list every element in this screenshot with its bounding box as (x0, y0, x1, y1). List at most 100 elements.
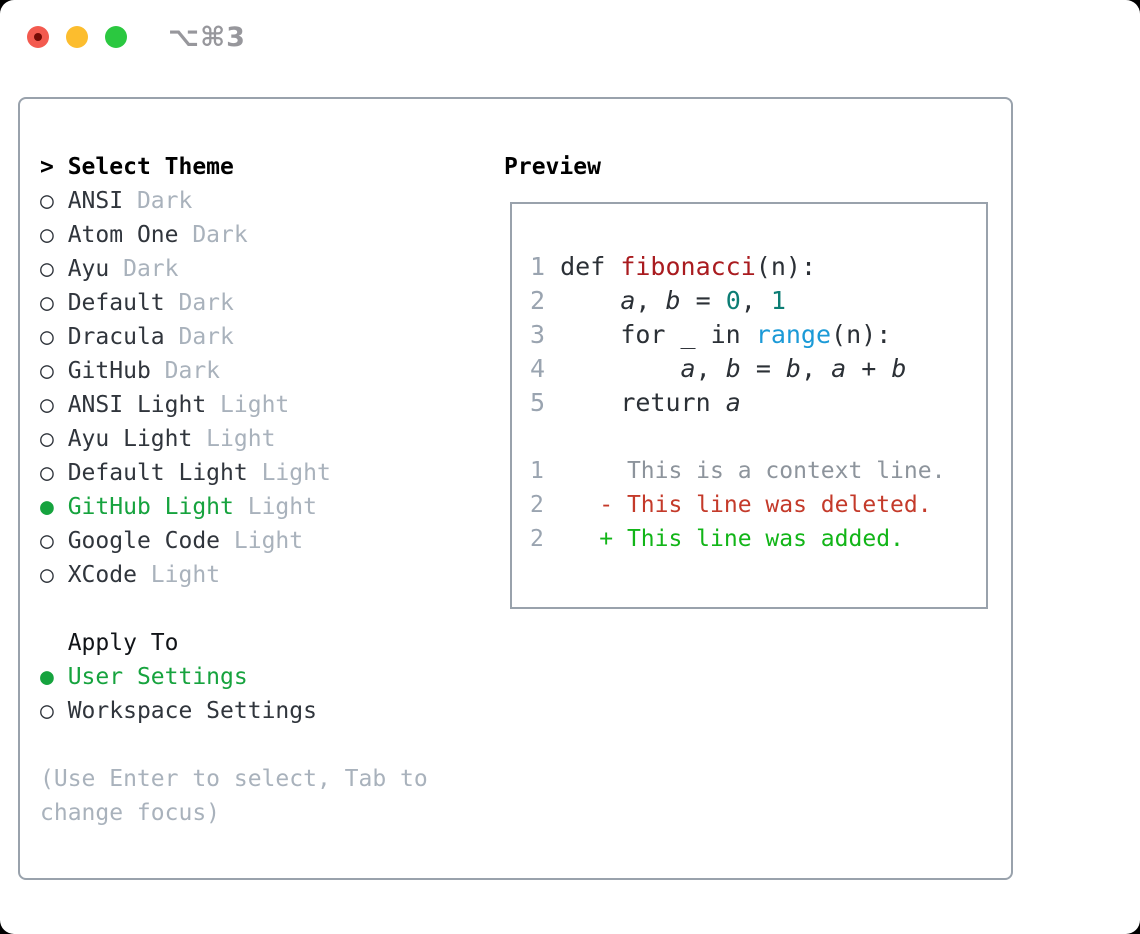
apply-option-user-settings[interactable]: ● User Settings (40, 660, 428, 694)
theme-option-xcode[interactable]: ○ XCode Light (40, 558, 428, 592)
code-token: return (560, 388, 726, 417)
theme-option-ansi-light[interactable]: ○ ANSI Light Light (40, 388, 428, 422)
code-token: fibonacci (620, 252, 756, 281)
radio-icon: ○ (40, 222, 68, 248)
theme-name: GitHub (67, 358, 151, 384)
theme-option-dracula[interactable]: ○ Dracula Dark (40, 320, 428, 354)
theme-name: XCode (67, 562, 137, 588)
code-token: 1 (770, 286, 786, 315)
diff-text: + This line was added. (543, 526, 904, 552)
line-number: 1 (530, 458, 544, 484)
line-number: 3 (530, 320, 561, 349)
diff-line-deleted: 2 - This line was deleted. (530, 488, 986, 522)
theme-name: ANSI Light (67, 392, 207, 418)
radio-icon: ○ (40, 392, 68, 418)
theme-variant-tag: Light (220, 528, 304, 554)
theme-option-default[interactable]: ○ Default Dark (40, 286, 428, 320)
radio-icon: ○ (40, 426, 68, 452)
code-token: range (755, 320, 832, 349)
radio-icon: ○ (40, 528, 68, 554)
theme-variant-tag: Light (206, 392, 290, 418)
line-number: 5 (530, 388, 561, 417)
theme-variant-tag: Light (136, 562, 221, 588)
theme-option-github[interactable]: ○ GitHub Dark (40, 354, 428, 388)
hint-line-2: change focus) (40, 800, 221, 826)
code-token: b (785, 354, 801, 383)
code-token: , (635, 286, 666, 315)
theme-option-ansi[interactable]: ○ ANSI Dark (40, 184, 428, 218)
preview-title: Preview (504, 154, 601, 180)
theme-list: ○ ANSI Dark○ Atom One Dark○ Ayu Dark○ De… (40, 184, 428, 592)
zoom-button[interactable] (105, 26, 127, 48)
code-line-5: 5 return a (530, 386, 986, 420)
theme-option-github-light[interactable]: ● GitHub Light Light (40, 490, 428, 524)
theme-option-atom-one[interactable]: ○ Atom One Dark (40, 218, 428, 252)
diff-preview: 1 This is a context line.2 - This line w… (530, 454, 986, 556)
radio-icon: ○ (40, 562, 68, 588)
radio-icon: ○ (40, 358, 68, 384)
code-token: a (620, 286, 636, 315)
theme-option-google-code[interactable]: ○ Google Code Light (40, 524, 428, 558)
apply-option-workspace-settings[interactable]: ○ Workspace Settings (40, 694, 428, 728)
theme-name: ANSI (67, 188, 124, 214)
line-number: 4 (530, 354, 561, 383)
spacer (40, 728, 428, 762)
theme-option-ayu-light[interactable]: ○ Ayu Light Light (40, 422, 428, 456)
theme-variant-tag: Dark (178, 222, 248, 248)
line-number: 1 (530, 252, 561, 281)
radio-icon: ○ (40, 256, 68, 282)
theme-name: Ayu Light (67, 426, 193, 452)
code-token: a (680, 354, 696, 383)
code-line-4: 4 a, b = b, a + b (530, 352, 986, 386)
code-token: , (800, 354, 832, 383)
close-active-dot-icon (34, 33, 42, 41)
code-line-2: 2 a, b = 0, 1 (530, 284, 986, 318)
code-token: = (680, 286, 726, 315)
apply-to-title: Apply To (67, 630, 179, 656)
code-token: b (725, 354, 741, 383)
theme-name: GitHub Light (67, 494, 234, 520)
radio-icon: ○ (40, 460, 68, 486)
titlebar: ⌥⌘3 (0, 0, 1140, 97)
code-token: b (665, 286, 681, 315)
theme-name: Ayu (67, 256, 110, 282)
hint-line-1: (Use Enter to select, Tab to (40, 766, 428, 792)
code-token: b (891, 354, 907, 383)
code-token: def (560, 252, 621, 281)
window-shortcut-label: ⌥⌘3 (168, 22, 246, 53)
line-number: 2 (530, 286, 561, 315)
code-token: for _ in (560, 320, 756, 349)
theme-variant-tag: Dark (164, 290, 234, 316)
radio-icon: ○ (40, 290, 68, 316)
apply-option-label: Workspace Settings (67, 698, 317, 724)
radio-icon: ○ (40, 698, 68, 724)
code-line-1: 1 def fibonacci(n): (530, 250, 986, 284)
select-theme-title-text: Select Theme (67, 154, 234, 180)
theme-variant-tag: Light (192, 426, 276, 452)
theme-variant-tag: Dark (150, 358, 221, 384)
theme-variant-tag: Dark (109, 256, 179, 282)
diff-line-context: 1 This is a context line. (530, 454, 986, 488)
code-token (560, 354, 680, 383)
theme-variant-tag: Dark (123, 188, 193, 214)
diff-text: This is a context line. (543, 458, 946, 484)
code-token: , (740, 286, 771, 315)
select-theme-title: > Select Theme (40, 150, 428, 184)
code-token: + (846, 354, 892, 383)
theme-option-default-light[interactable]: ○ Default Light Light (40, 456, 428, 490)
theme-option-ayu[interactable]: ○ Ayu Dark (40, 252, 428, 286)
close-button[interactable] (27, 26, 49, 48)
minimize-button[interactable] (66, 26, 88, 48)
code-token (560, 286, 620, 315)
spacer (530, 420, 986, 454)
radio-selected-icon: ● (40, 494, 68, 520)
radio-icon: ○ (40, 324, 68, 350)
theme-name: Default (67, 290, 165, 316)
diff-line-added: 2 + This line was added. (530, 522, 986, 556)
radio-icon: ○ (40, 188, 68, 214)
code-token: = (740, 354, 786, 383)
diff-text: - This line was deleted. (543, 492, 932, 518)
